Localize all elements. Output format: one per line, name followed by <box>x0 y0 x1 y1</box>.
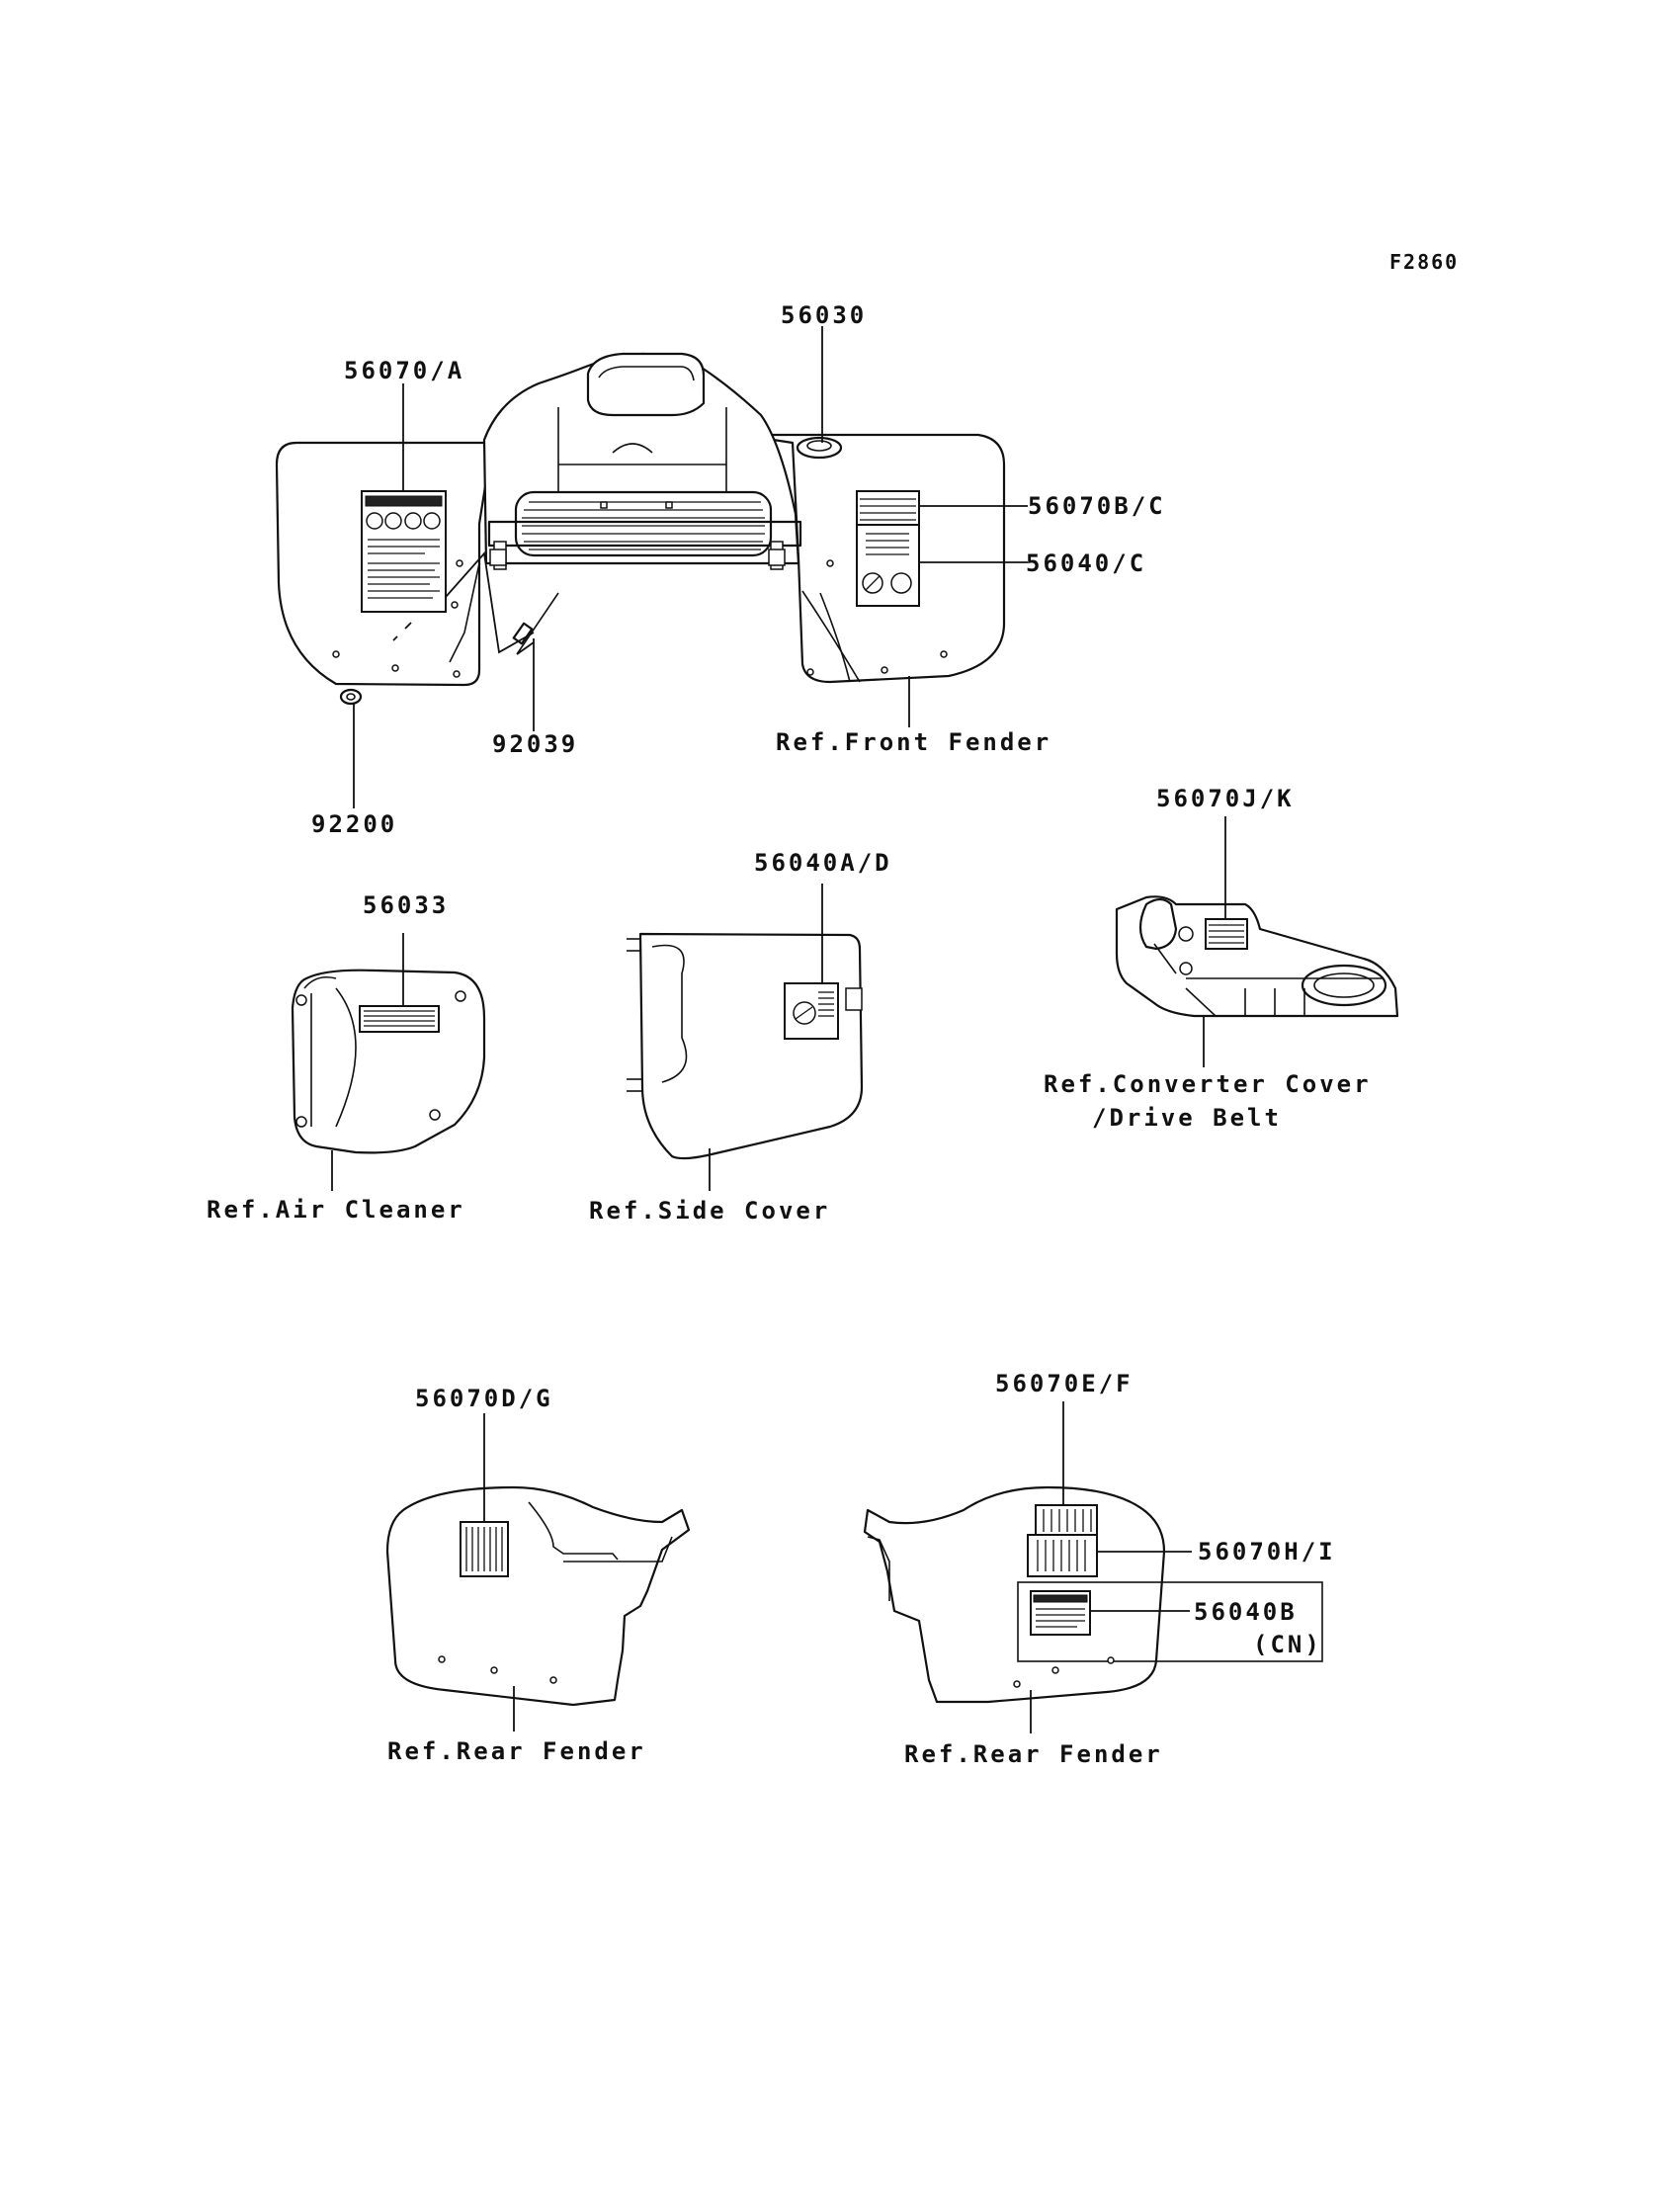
part-label-56070-jk: 56070J/K <box>1156 785 1295 812</box>
part-label-56040-ad: 56040A/D <box>754 849 892 877</box>
part-label-92039: 92039 <box>492 730 579 758</box>
figure-code: F2860 <box>1389 250 1460 274</box>
part-label-56033: 56033 <box>363 891 450 919</box>
part-label-56070-dg: 56070D/G <box>415 1385 553 1412</box>
rear-fender-left-drawing <box>385 1413 691 1732</box>
side-cover-drawing <box>627 884 864 1191</box>
converter-cover-drawing <box>1115 816 1399 1067</box>
part-label-56070-hi: 56070H/I <box>1198 1538 1336 1565</box>
ref-label-rear-fender-right: Ref.Rear Fender <box>904 1740 1163 1768</box>
front-fender-drawing <box>275 326 1028 808</box>
part-label-56070-bc: 56070B/C <box>1028 492 1166 520</box>
part-label-56070-a: 56070/A <box>344 357 465 384</box>
rear-fender-right-drawing <box>863 1401 1323 1733</box>
ref-label-side-cover: Ref.Side Cover <box>589 1197 831 1225</box>
ref-label-drive-belt: /Drive Belt <box>1092 1104 1282 1132</box>
ref-label-converter-cover: Ref.Converter Cover <box>1044 1070 1372 1098</box>
part-label-56070-ef: 56070E/F <box>995 1370 1134 1397</box>
market-label-cn: (CN) <box>1253 1631 1322 1658</box>
ref-label-front-fender: Ref.Front Fender <box>776 728 1052 756</box>
part-label-56040-c: 56040/C <box>1026 549 1147 577</box>
air-cleaner-drawing <box>291 933 486 1191</box>
part-label-92200: 92200 <box>311 810 398 838</box>
part-label-56030: 56030 <box>781 301 868 329</box>
part-label-56040b: 56040B <box>1194 1598 1298 1626</box>
ref-label-rear-fender-left: Ref.Rear Fender <box>387 1737 646 1765</box>
ref-label-air-cleaner: Ref.Air Cleaner <box>207 1196 465 1224</box>
